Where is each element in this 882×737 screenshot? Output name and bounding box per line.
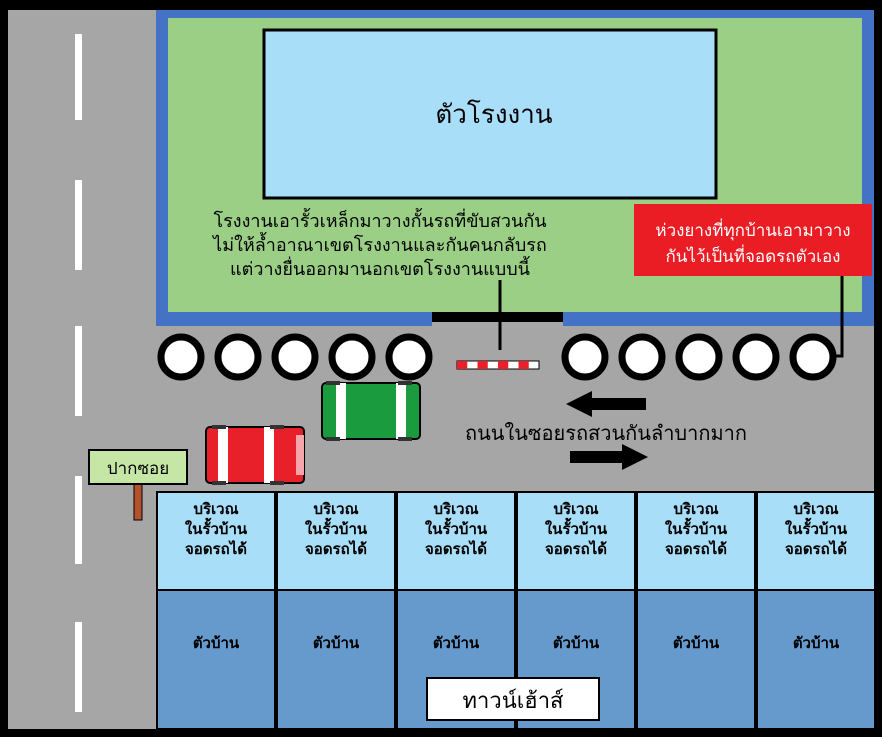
factory-note-line-3: แต่วางยื่นออกมานอกเขตโรงงานแบบนี้: [230, 256, 530, 280]
tire-icon: [157, 333, 205, 381]
soi-sign-box: [88, 449, 188, 485]
house-yard-label: บริเวณ: [433, 500, 478, 518]
house-yard-label: ในรั้วบ้าน: [425, 517, 488, 538]
house-yard-label: บริเวณ: [193, 500, 238, 518]
house-yard: [636, 491, 756, 591]
house-yard-label: ในรั้วบ้าน: [545, 517, 608, 538]
house-body: [636, 589, 756, 730]
car-icon: [336, 383, 346, 439]
lane-mark: [75, 34, 82, 120]
townhouse-label-box: [426, 677, 600, 721]
house-yard-label: จอดรถได้: [665, 539, 727, 558]
factory-note-line-2: ไม่ให้ล้ำอาณาเขตโรงงานและกันคนกลับรถ: [211, 232, 547, 256]
house-body: [156, 589, 276, 730]
lane-mark: [75, 476, 82, 564]
factory-building: [262, 28, 718, 200]
soi-sign-label: ปากซอย: [107, 459, 169, 479]
factory-building-label: ตัวโรงงาน: [435, 99, 552, 130]
tire-icon: [732, 333, 780, 381]
factory-ground-gate-left: [168, 298, 428, 312]
house-yard-label: บริเวณ: [793, 500, 838, 518]
house-yard: [156, 491, 276, 591]
tires-left: [157, 333, 433, 381]
main-road-lane-marks: [75, 34, 82, 712]
house-body-label: ตัวบ้าน: [673, 634, 720, 652]
tire-note-line-1: ห่วงยางที่ทุกบ้านเอามาวาง: [655, 218, 850, 241]
house-yard: [396, 491, 516, 591]
tire-icon: [618, 333, 666, 381]
townhouse-label: ทาวน์เฮ้าส์: [463, 689, 565, 714]
factory-note-line-1: โรงงานเอารั้วเหล็กมาวางกั้นรถที่ขับสวนกั…: [213, 208, 546, 232]
car-green: [321, 381, 421, 441]
tire-icon: [328, 333, 376, 381]
car-red: [205, 425, 305, 485]
house-yard-label: ในรั้วบ้าน: [305, 517, 368, 538]
house-yard-label: ในรั้วบ้าน: [185, 517, 248, 538]
house-body-label: ตัวบ้าน: [313, 634, 360, 652]
house-yard-label: บริเวณ: [313, 500, 358, 518]
arrow-left-icon: [566, 391, 646, 417]
tire-icon: [675, 333, 723, 381]
house-body-label: ตัวบ้าน: [193, 634, 240, 652]
house-body-label: ตัวบ้าน: [553, 634, 600, 652]
house-yard-label: บริเวณ: [673, 500, 718, 518]
tire-note-box: [634, 204, 872, 276]
arrow-right-icon: [570, 444, 648, 470]
house-yard-label: จอดรถได้: [545, 539, 607, 558]
house-yard-label: จอดรถได้: [305, 539, 367, 558]
house-yard-label: บริเวณ: [553, 500, 598, 518]
road-note: ถนนในซอยรถสวนกันลำบากมาก: [465, 421, 747, 445]
house-yard: [276, 491, 396, 591]
house-yard-label: ในรั้วบ้าน: [785, 517, 848, 538]
house-yard-label: จอดรถได้: [785, 539, 847, 558]
tire-icon: [271, 333, 319, 381]
lane-mark: [75, 180, 82, 270]
tire-icon: [561, 333, 609, 381]
tires-right: [561, 333, 837, 381]
house-yard-label: จอดรถได้: [185, 539, 247, 558]
tire-icon: [214, 333, 262, 381]
lane-mark: [75, 622, 82, 712]
barrier-icon: [456, 360, 540, 370]
tire-icon: [385, 333, 433, 381]
lane-mark: [75, 326, 82, 416]
tire-note-line-2: กันไว้เป็นที่จอดรถตัวเอง: [666, 244, 841, 267]
house-yard-label: จอดรถได้: [425, 539, 487, 558]
house-yard-label: ในรั้วบ้าน: [665, 517, 728, 538]
house-body: [276, 589, 396, 730]
sign-post-icon: [133, 483, 143, 521]
house-body-label: ตัวบ้าน: [793, 634, 840, 652]
house-body: [756, 589, 876, 730]
house-body-label: ตัวบ้าน: [433, 634, 480, 652]
tire-icon: [789, 333, 837, 381]
